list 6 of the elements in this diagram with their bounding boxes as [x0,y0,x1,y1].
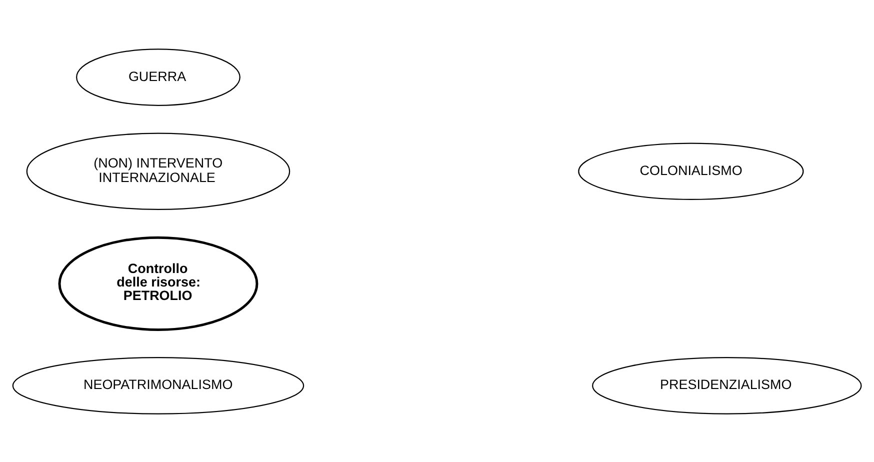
node-ellipse: Controllo delle risorse: PETROLIO [58,236,258,331]
node-ellipse: (NON) INTERVENTO INTERNAZIONALE [26,132,290,210]
node-ellipse: GUERRA [76,48,240,106]
node-ellipse: COLONIALISMO [578,142,804,200]
node-ellipse: PRESIDENZIALISMO [592,356,862,414]
node-ellipse: NEOPATRIMONALISMO [12,356,304,414]
